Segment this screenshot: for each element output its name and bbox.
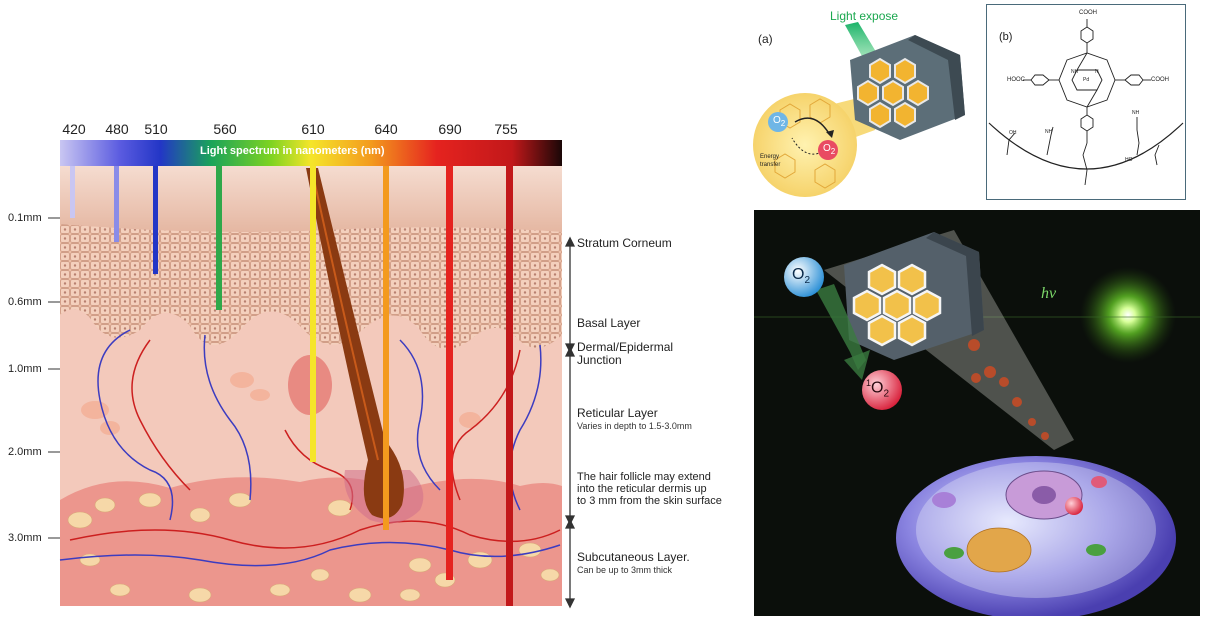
wavelength-label: 420 — [62, 121, 86, 137]
hooc-label: HOOC — [1007, 77, 1025, 83]
skin-light-penetration-diagram: 420 480 510 560 610 640 690 755 — [8, 121, 722, 609]
layer-label-junction: Junction — [577, 353, 622, 367]
porphyrin-molecule — [988, 19, 1184, 186]
depth-label: 2.0mm — [8, 446, 42, 458]
panel-c-photodynamic-cell: O2 1O2 hv — [754, 210, 1200, 616]
follicle-note: The hair follicle may extend — [577, 471, 711, 483]
spectrum-label: Light spectrum in nanometers (nm) — [200, 145, 385, 157]
layer-label-reticular: Reticular Layer — [577, 406, 658, 420]
depth-label: 1.0mm — [8, 363, 42, 375]
layer-note-subcutaneous: Can be up to 3mm thick — [577, 565, 673, 575]
light-expose-label: Light expose — [830, 9, 899, 23]
oxygen-label: O2 — [792, 266, 811, 287]
panel-a-label: (a) — [758, 32, 773, 46]
ho-label: HO — [1125, 157, 1133, 163]
wavelength-label: 510 — [144, 121, 168, 137]
energy-transfer-label: Energy — [760, 154, 780, 160]
oh-label: OH — [1009, 130, 1017, 136]
panel-a-light-expose: (a) Light expose O2 O2 Energy transfer — [750, 0, 980, 205]
layer-label-basal: Basal Layer — [577, 316, 641, 330]
energy-transfer-label: transfer — [760, 162, 781, 168]
cooh-label: COOH — [1151, 77, 1169, 83]
cooh-label: COOH — [1079, 10, 1097, 16]
panel-b-porphyrin-structure: (b) COOH HOOC COOH NH N Pd NH NH OH HO — [986, 4, 1186, 200]
depth-label: 0.1mm — [8, 212, 42, 224]
singlet-oxygen-label: O2 — [823, 143, 836, 156]
depth-label: 3.0mm — [8, 532, 42, 544]
oxygen-label: O2 — [773, 115, 786, 128]
depth-label: 0.6mm — [8, 296, 42, 308]
nh-label: NH — [1045, 129, 1053, 135]
panel-b-label: (b) — [999, 31, 1013, 43]
photodynamic-therapy-illustration — [754, 230, 1200, 616]
layer-label-junction: Dermal/Epidermal — [577, 340, 674, 354]
n-label: N — [1095, 69, 1099, 75]
wavelength-label: 610 — [301, 121, 325, 137]
hv-label: hv — [1041, 285, 1057, 302]
wavelength-label: 690 — [438, 121, 462, 137]
nh-label: NH — [1071, 69, 1079, 75]
wavelength-label: 755 — [494, 121, 518, 137]
layer-label-stratum: Stratum Corneum — [577, 236, 672, 250]
singlet-oxygen-label: 1O2 — [866, 378, 890, 400]
skin-cross-section — [48, 140, 576, 609]
nanoparticle-schematic — [753, 22, 965, 197]
follicle-note: into the reticular dermis up — [577, 483, 707, 495]
layer-note-reticular: Varies in depth to 1.5-3.0mm — [577, 421, 692, 431]
nh-label: NH — [1132, 110, 1140, 116]
layer-label-subcutaneous: Subcutaneous Layer. — [577, 550, 690, 564]
wavelength-label: 480 — [105, 121, 129, 137]
pd-label: Pd — [1083, 77, 1090, 83]
wavelength-label: 560 — [213, 121, 237, 137]
wavelength-label: 640 — [374, 121, 398, 137]
follicle-note: to 3 mm from the skin surface — [577, 495, 722, 507]
